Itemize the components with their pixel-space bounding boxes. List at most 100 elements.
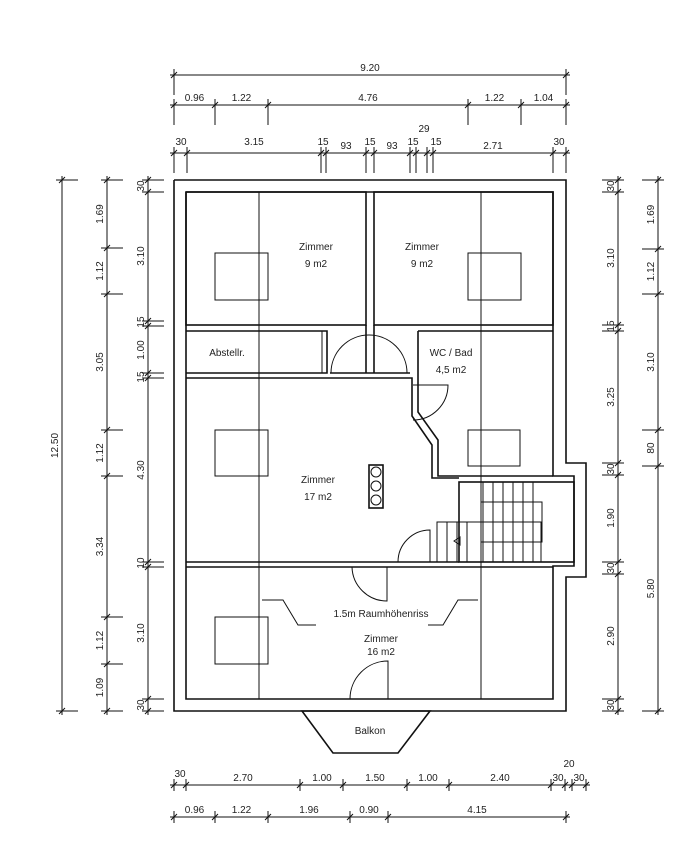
roof-window bbox=[214, 616, 269, 665]
dimension-label: 93 bbox=[386, 141, 398, 152]
dimension-label: 1.22 bbox=[485, 93, 505, 104]
dimension-tick bbox=[517, 101, 525, 109]
dimension-tick bbox=[614, 188, 622, 196]
dimension-label: 15 bbox=[136, 371, 147, 383]
door-swing-wc bbox=[412, 384, 449, 421]
dimension-tick bbox=[429, 149, 437, 157]
dimension-label: 4.76 bbox=[358, 93, 378, 104]
dimension-label: 1.00 bbox=[136, 340, 147, 360]
door-swing-double bbox=[330, 334, 408, 374]
dimension-label: 30 bbox=[136, 699, 147, 711]
dimension-tick bbox=[346, 813, 354, 821]
dimension-tick bbox=[144, 707, 152, 715]
dimension-tick bbox=[144, 188, 152, 196]
dimension-label: 1.12 bbox=[95, 443, 106, 463]
dimension-tick bbox=[406, 149, 414, 157]
room-area: 17 m2 bbox=[304, 492, 332, 503]
dimension-label: 80 bbox=[646, 442, 657, 454]
dimension-tick bbox=[170, 101, 178, 109]
dimension-tick bbox=[562, 71, 570, 79]
dimension-tick bbox=[144, 369, 152, 377]
dimension-label: 15 bbox=[430, 137, 442, 148]
roof-window bbox=[467, 252, 522, 301]
stairs bbox=[436, 481, 575, 563]
roof-window bbox=[467, 429, 521, 467]
dimension-label: 1.12 bbox=[95, 261, 106, 281]
dimension-label: 2.40 bbox=[490, 773, 510, 784]
dimension-label: 30 bbox=[174, 769, 186, 780]
dimension-tick bbox=[183, 149, 191, 157]
dimension-label: 3.10 bbox=[136, 623, 147, 643]
dimension-tick bbox=[170, 813, 178, 821]
dimension-tick bbox=[144, 695, 152, 703]
dimension-tick bbox=[562, 149, 570, 157]
room-area: 4,5 m2 bbox=[436, 365, 467, 376]
dimension-tick bbox=[562, 101, 570, 109]
room-name: Zimmer bbox=[299, 242, 334, 253]
dimension-tick bbox=[264, 813, 272, 821]
dimension-tick bbox=[103, 244, 111, 252]
dimension-tick bbox=[654, 176, 662, 184]
dimension-label: 1.69 bbox=[95, 204, 106, 224]
dimension-label: 93 bbox=[340, 141, 352, 152]
roof-window bbox=[214, 429, 269, 477]
dimension-tick bbox=[614, 327, 622, 335]
room-area: 9 m2 bbox=[305, 259, 328, 270]
dimension-tick bbox=[614, 471, 622, 479]
walls bbox=[173, 179, 587, 712]
dimension-tick bbox=[614, 570, 622, 578]
height-line-right bbox=[428, 599, 478, 626]
dimension-tick bbox=[370, 149, 378, 157]
dimension-tick bbox=[614, 176, 622, 184]
dimension-tick bbox=[654, 290, 662, 298]
dimension-label: 1.00 bbox=[418, 773, 438, 784]
dimension-label: 30 bbox=[175, 137, 187, 148]
room-area: 16 m2 bbox=[367, 647, 395, 658]
dimension-label: 20 bbox=[563, 759, 575, 770]
dimension-tick bbox=[144, 374, 152, 382]
chimney-icon bbox=[368, 464, 384, 509]
stair-steps bbox=[446, 482, 534, 562]
dimension-label: 15 bbox=[407, 137, 419, 148]
dimension-label: 3.10 bbox=[606, 248, 617, 268]
dimension-label: 30 bbox=[606, 562, 617, 574]
dimension-tick bbox=[654, 462, 662, 470]
dimension-tick bbox=[58, 707, 66, 715]
outer-wall bbox=[173, 179, 587, 712]
dimension-tick bbox=[58, 176, 66, 184]
dimension-label: 1.50 bbox=[365, 773, 385, 784]
dimension-label: 30 bbox=[136, 180, 147, 192]
dimension-label: 3.15 bbox=[244, 137, 264, 148]
dimension-label: 10 bbox=[136, 557, 147, 569]
dimension-label: 29 bbox=[418, 124, 430, 135]
dimension-tick bbox=[103, 426, 111, 434]
dimension-tick bbox=[464, 101, 472, 109]
dimension-label: 1.90 bbox=[606, 508, 617, 528]
dimension-tick bbox=[144, 322, 152, 330]
dimension-tick bbox=[614, 695, 622, 703]
door-swing-zimmer16 bbox=[351, 566, 388, 602]
dimension-tick bbox=[182, 781, 190, 789]
dimension-label: 1.09 bbox=[95, 677, 106, 697]
room-zimmer-top-right-outline bbox=[373, 191, 554, 326]
dimension-tick bbox=[103, 613, 111, 621]
dimension-label: 12.50 bbox=[50, 433, 61, 458]
dimension-tick bbox=[144, 558, 152, 566]
dimension-label: 15 bbox=[364, 137, 376, 148]
dimension-label: 1.12 bbox=[95, 630, 106, 650]
dimension-tick bbox=[103, 176, 111, 184]
dimension-label: 1.00 bbox=[312, 773, 332, 784]
room-name: Zimmer bbox=[301, 475, 336, 486]
dimension-tick bbox=[445, 781, 453, 789]
dimension-label: 5.80 bbox=[646, 578, 657, 598]
dimension-tick bbox=[423, 149, 431, 157]
dimension-tick bbox=[264, 101, 272, 109]
windows bbox=[214, 252, 522, 665]
dimension-tick bbox=[144, 317, 152, 325]
door-swing-balkon bbox=[349, 660, 389, 700]
room-name: Zimmer bbox=[364, 634, 399, 645]
dimension-label: 3.10 bbox=[646, 352, 657, 372]
dimension-tick bbox=[549, 149, 557, 157]
dimension-tick bbox=[322, 149, 330, 157]
